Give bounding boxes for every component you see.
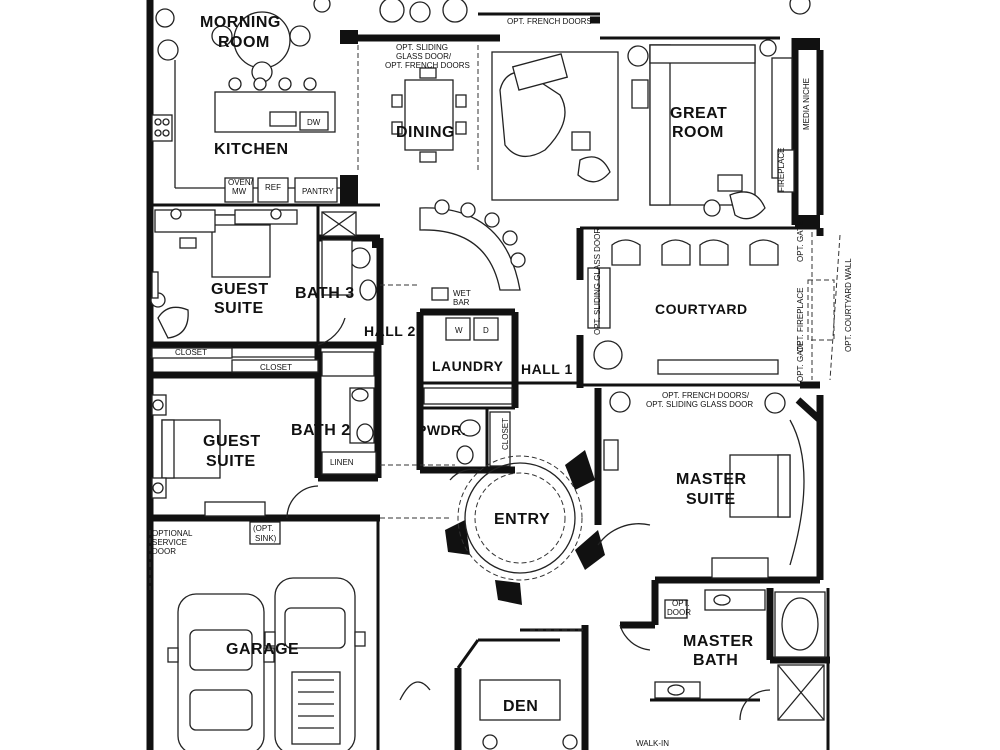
master-suite-label-line2: SUITE	[686, 491, 736, 508]
interior-details: DW	[149, 0, 841, 750]
linen-label: LINEN	[330, 458, 354, 467]
dining-label: DINING	[396, 124, 455, 141]
guest-suite-2-label-line1: GUEST	[203, 433, 261, 450]
car-right	[264, 577, 366, 750]
dryer-label: D	[483, 326, 489, 335]
opt-sink-line2: SINK)	[255, 534, 277, 543]
oven-mw-line2: MW	[232, 187, 247, 196]
notes: OPT. FRENCH DOORS OPT. SLIDING GLASS DOO…	[152, 17, 853, 748]
room-labels: MORNING ROOM KITCHEN DINING GREAT ROOM G…	[200, 14, 754, 715]
opt-sliding-line3: OPT. FRENCH DOORS	[385, 61, 470, 70]
master-bath-label-line1: MASTER	[683, 633, 754, 650]
wet-bar-line1: WET	[453, 289, 471, 298]
hall2-label: HALL 2	[364, 323, 416, 339]
opt-sliding-line1: OPT. SLIDING	[396, 43, 448, 52]
car-left	[167, 593, 275, 750]
morning-room-label-line1: MORNING	[200, 14, 281, 31]
garage-label: GARAGE	[226, 641, 299, 658]
guest-suite-2-label-line2: SUITE	[206, 453, 256, 470]
opt-door-line2: DOOR	[667, 608, 691, 617]
kitchen-label: KITCHEN	[214, 141, 289, 158]
optional-service-door-line1: OPTIONAL	[152, 529, 193, 538]
great-room-label-line1: GREAT	[670, 105, 727, 122]
closet-small-label: CLOSET	[501, 418, 510, 450]
dw-label: DW	[307, 118, 321, 127]
opt-french-doors-top: OPT. FRENCH DOORS	[507, 17, 592, 26]
opt-french-doors-master-line1: OPT. FRENCH DOORS/	[662, 391, 750, 400]
courtyard-label: COURTYARD	[655, 301, 748, 317]
fireplace-label: FIREPLACE	[777, 148, 786, 192]
pantry-label: PANTRY	[302, 187, 334, 196]
opt-door-line1: OPT.	[672, 599, 690, 608]
guest-suite-1-label-line2: SUITE	[214, 300, 264, 317]
opt-courtyard-wall: OPT. COURTYARD WALL	[844, 258, 853, 352]
wet-bar-line2: BAR	[453, 298, 470, 307]
opt-sliding-line2: GLASS DOOR/	[396, 52, 452, 61]
opt-gate-top: OPT. GATE	[796, 221, 805, 262]
closet-label-1: CLOSET	[175, 348, 207, 357]
ref-label: REF	[265, 183, 281, 192]
opt-french-doors-master-line2: OPT. SLIDING GLASS DOOR	[646, 400, 753, 409]
closet-label-2: CLOSET	[260, 363, 292, 372]
opt-gate-bottom: OPT. GATE	[796, 341, 805, 382]
bath3-label: BATH 3	[295, 285, 355, 302]
oven-mw-line1: OVEN/	[228, 178, 254, 187]
opt-sink-line1: (OPT.	[253, 524, 273, 533]
optional-service-door-line3: DOOR	[152, 547, 176, 556]
entry-label: ENTRY	[494, 511, 550, 528]
bath2-label: BATH 2	[291, 422, 351, 439]
walk-in-label: WALK-IN	[636, 739, 669, 748]
master-bath-label-line2: BATH	[693, 652, 738, 669]
opt-fireplace-label: OPT. FIREPLACE	[796, 288, 805, 352]
guest-suite-1-label-line1: GUEST	[211, 281, 269, 298]
hall1-label: HALL 1	[521, 361, 573, 377]
optional-service-door-line2: SERVICE	[152, 538, 187, 547]
pwdr-label: PWDR.	[417, 422, 466, 438]
opt-sliding-glass-door-side: OPT. SLIDING GLASS DOOR	[593, 228, 602, 335]
den-label: DEN	[503, 698, 538, 715]
great-room-label-line2: ROOM	[672, 124, 724, 141]
morning-room-label-line2: ROOM	[218, 34, 270, 51]
master-suite-label-line1: MASTER	[676, 471, 747, 488]
washer-label: W	[455, 326, 463, 335]
laundry-label: LAUNDRY	[432, 358, 504, 374]
media-niche-label: MEDIA NICHE	[802, 78, 811, 130]
